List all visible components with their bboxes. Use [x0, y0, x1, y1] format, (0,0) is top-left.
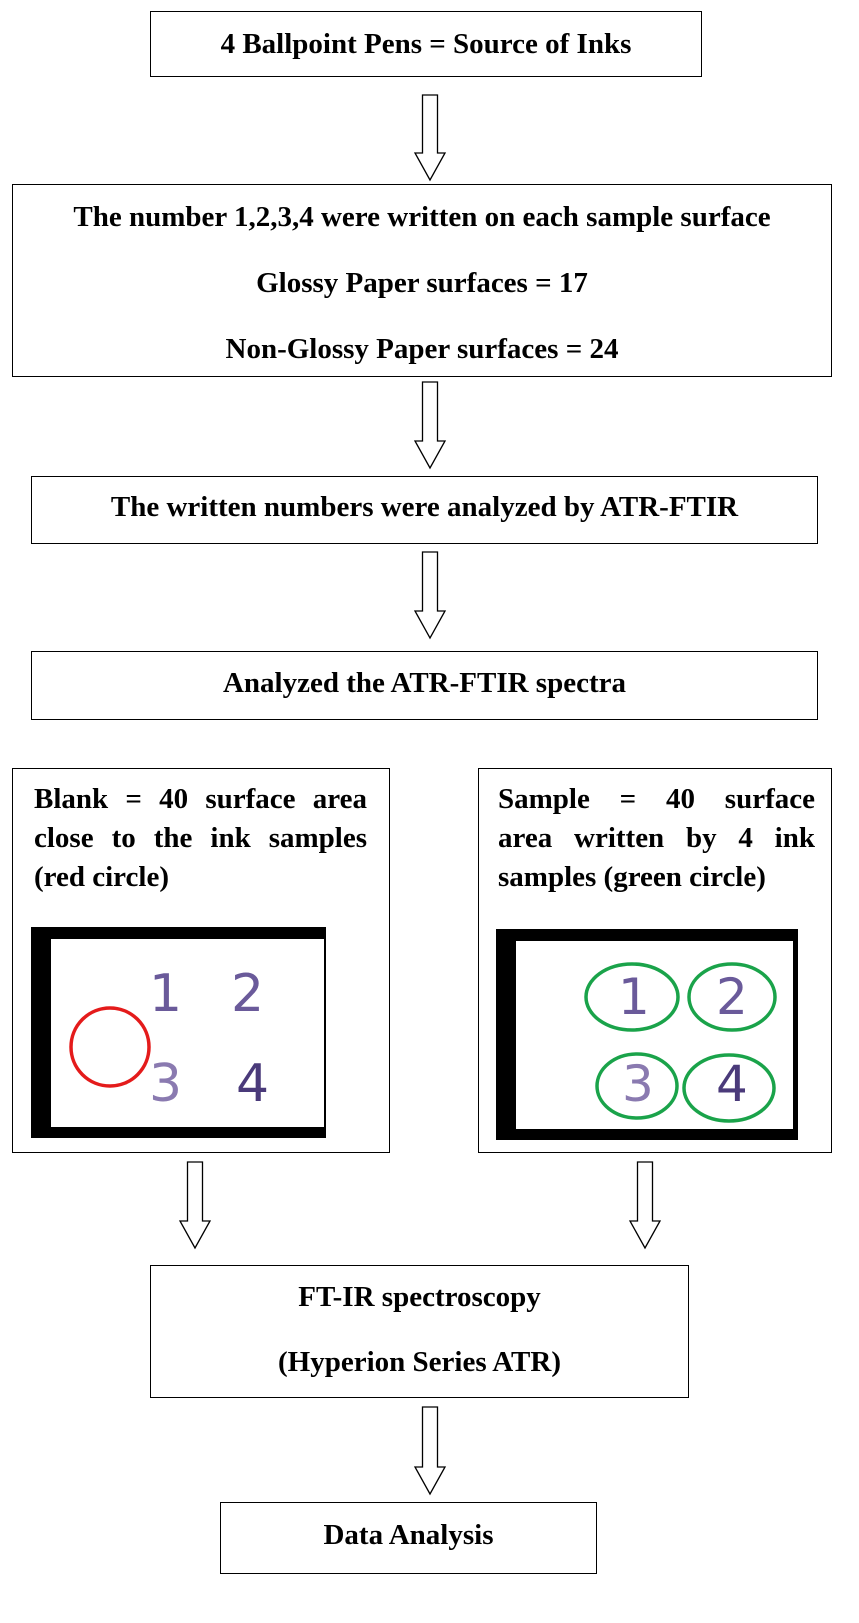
spectra-label: Analyzed the ATR-FTIR spectra [222, 667, 626, 699]
blank-digit-2: 2 [231, 964, 264, 1024]
blank-line-3: (red circle) [34, 861, 169, 893]
sample-line-2: area written by 4 ink [498, 822, 815, 854]
sample-line-3: samples (green circle) [498, 861, 766, 893]
ftir-line-2: (Hyperion Series ATR) [278, 1346, 561, 1378]
down-arrow-icon [628, 1161, 662, 1250]
sample-green-circle-2 [687, 962, 777, 1032]
source-label: 4 Ballpoint Pens = Source of Inks [220, 28, 632, 60]
sample-digit-4: 4 [716, 1055, 748, 1113]
analysis-label: The written numbers were analyzed by ATR… [110, 491, 739, 523]
down-arrow-icon [413, 1406, 447, 1496]
ftir-line-1: FT-IR spectroscopy [298, 1281, 541, 1313]
sample-line-1: Sample = 40 surface [498, 783, 815, 815]
blank-digit-4: 4 [236, 1054, 269, 1114]
data-analysis-box: Data Analysis [220, 1502, 597, 1574]
blank-line-1: Blank = 40 surface area [34, 783, 367, 815]
spectra-box: Analyzed the ATR-FTIR spectra [31, 651, 818, 720]
blank-digit-1: 1 [149, 964, 182, 1024]
sample-green-circle-4 [682, 1053, 776, 1123]
data-analysis-label: Data Analysis [323, 1519, 494, 1551]
analysis-box: The written numbers were analyzed by ATR… [31, 476, 818, 544]
blank-line-2: close to the ink samples [34, 822, 367, 854]
surfaces-line-3: Non-Glossy Paper surfaces = 24 [225, 333, 619, 365]
surfaces-line-2: Glossy Paper surfaces = 17 [256, 267, 588, 299]
sample-photo: 1 2 3 4 [496, 929, 798, 1140]
down-arrow-icon [178, 1161, 212, 1250]
down-arrow-icon [413, 381, 447, 470]
surfaces-line-1: The number 1,2,3,4 were written on each … [73, 201, 771, 233]
blank-photo: 1 2 3 4 [31, 927, 326, 1138]
down-arrow-icon [413, 551, 447, 640]
source-box: 4 Ballpoint Pens = Source of Inks [150, 11, 702, 77]
blank-digit-3: 3 [149, 1054, 182, 1114]
blank-text: Blank = 40 surface area close to the ink… [34, 780, 367, 897]
down-arrow-icon [413, 94, 447, 182]
sample-digit-2: 2 [716, 968, 748, 1026]
blank-red-circle [69, 1006, 151, 1088]
sample-green-circle-1 [584, 962, 680, 1032]
sample-green-circle-3 [595, 1052, 679, 1120]
sample-text: Sample = 40 surface area written by 4 in… [498, 780, 815, 897]
ftir-box: FT-IR spectroscopy (Hyperion Series ATR) [150, 1265, 689, 1398]
sample-digit-3: 3 [622, 1055, 654, 1113]
surfaces-box: The number 1,2,3,4 were written on each … [12, 184, 832, 377]
sample-digit-1: 1 [618, 968, 650, 1026]
